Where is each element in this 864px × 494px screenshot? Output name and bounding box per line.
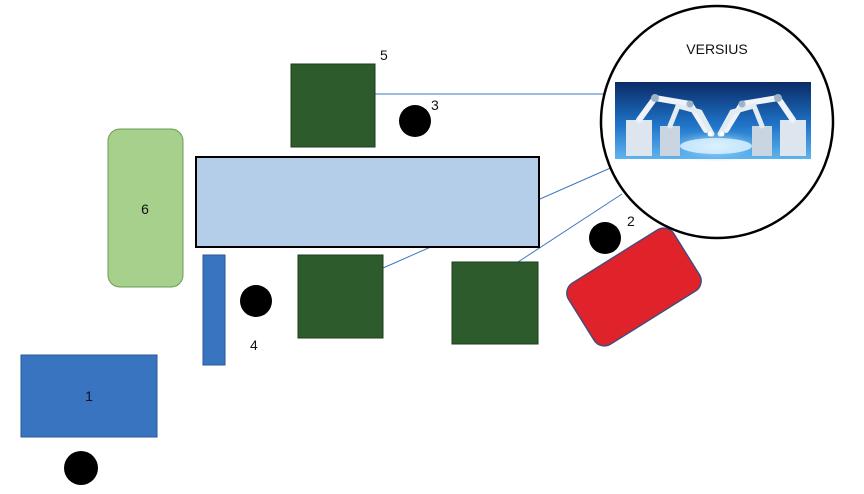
person-marker-2: [589, 222, 621, 254]
label-6: 6: [141, 201, 149, 217]
side-bar: [202, 254, 226, 366]
red-unit: [566, 227, 702, 347]
versius-title: VERSIUS: [686, 41, 747, 57]
person-marker-4: [240, 285, 272, 317]
label-3: 3: [431, 97, 439, 113]
connector-line-right: [517, 193, 623, 263]
label-1: 1: [85, 388, 93, 404]
surgical-robot-photo: [615, 82, 811, 162]
versius-inset: VERSIUS: [599, 4, 835, 240]
operating-table: [195, 156, 540, 248]
robot-arm-unit-top: [290, 63, 376, 148]
label-5: 5: [380, 47, 388, 63]
robot-arm-unit-bottom-right: [451, 261, 539, 345]
robot-arm-unit-bottom-left: [297, 254, 384, 339]
zone-6: [107, 128, 184, 288]
main-console-1: [20, 354, 158, 438]
label-2: 2: [627, 213, 635, 229]
label-4: 4: [250, 337, 258, 353]
person-marker-1: [64, 451, 98, 485]
person-marker-3: [399, 105, 431, 137]
